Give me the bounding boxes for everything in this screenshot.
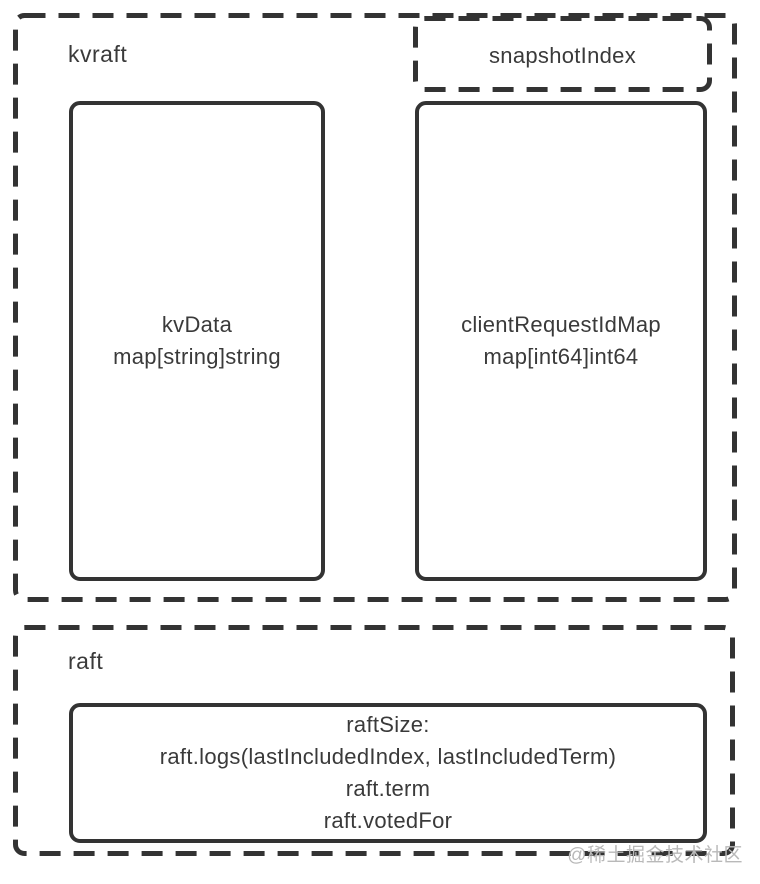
kvdata-box: kvData map[string]string xyxy=(69,101,325,581)
watermark: @稀土掘金技术社区 xyxy=(567,845,743,866)
kvdata-type: map[string]string xyxy=(113,344,281,369)
raft-size-box: raftSize: raft.logs(lastIncludedIndex, l… xyxy=(69,703,707,843)
client-request-id-map-type: map[int64]int64 xyxy=(483,344,639,369)
raft-label: raft xyxy=(68,648,104,674)
raft-votedfor-line: raft.votedFor xyxy=(323,808,453,833)
snapshot-index-label: snapshotIndex xyxy=(488,43,636,68)
raft-term-line: raft.term xyxy=(345,776,431,801)
raft-logs-line: raft.logs(lastIncludedIndex, lastInclude… xyxy=(159,744,617,769)
raft-group: raft raftSize: raft.logs(lastIncludedInd… xyxy=(13,625,735,856)
snapshot-index-box: snapshotIndex xyxy=(413,16,712,92)
kvdata-name: kvData xyxy=(161,312,233,337)
client-request-id-map-box: clientRequestIdMap map[int64]int64 xyxy=(415,101,707,581)
kvraft-group: kvraft snapshotIndex kvData map[string]s… xyxy=(13,13,737,602)
client-request-id-map-name: clientRequestIdMap xyxy=(461,312,661,337)
raft-size-title: raftSize: xyxy=(346,712,430,737)
kvraft-label: kvraft xyxy=(68,41,128,67)
